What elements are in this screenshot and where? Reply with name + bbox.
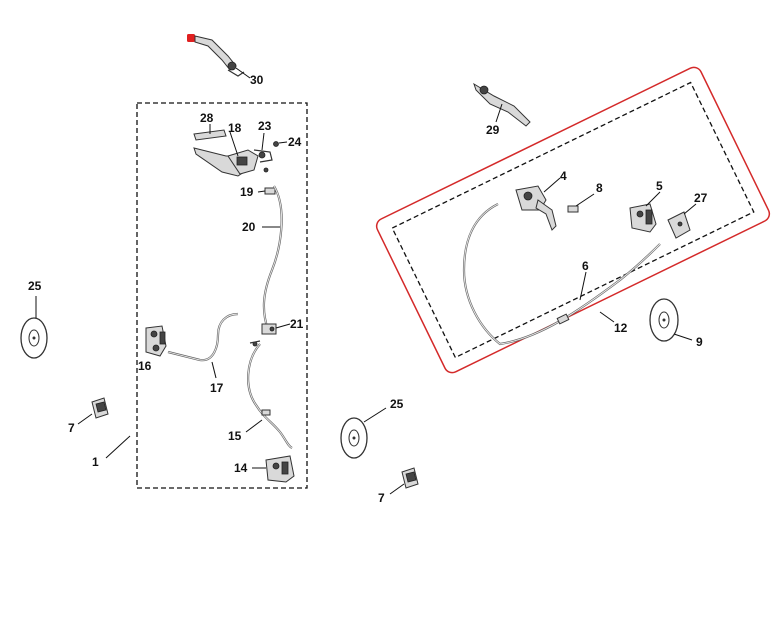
callout-21: 21	[290, 317, 304, 331]
callout-25-middle: 25	[390, 397, 404, 411]
callout-12: 12	[614, 321, 628, 335]
brake-disc-25-middle[interactable]	[340, 417, 368, 459]
brake-pads-27[interactable]	[667, 211, 691, 239]
callout-19: 19	[240, 185, 254, 199]
leader-30	[235, 67, 251, 79]
callout-28: 28	[200, 111, 214, 125]
leader-6	[579, 271, 587, 301]
leader-15	[245, 419, 263, 433]
brake-lever-30[interactable]	[187, 34, 245, 77]
callout-23: 23	[258, 119, 272, 133]
leader-19	[257, 190, 266, 193]
banjo-bolt-8[interactable]	[567, 205, 579, 213]
assembly-box-1	[136, 102, 308, 489]
assembly-group-12	[375, 66, 771, 374]
leader-17	[211, 361, 217, 379]
leader-7a	[77, 413, 93, 425]
brake-caliper-5[interactable]	[629, 203, 657, 233]
assembly-box-12	[391, 81, 755, 359]
callout-8: 8	[596, 181, 603, 195]
callout-20: 20	[242, 220, 256, 234]
brake-hose-6[interactable]	[462, 203, 661, 346]
brake-caliper-14[interactable]	[265, 455, 295, 483]
callout-4: 4	[560, 169, 567, 183]
leader-4	[543, 177, 561, 193]
brake-disc-9[interactable]	[649, 298, 679, 342]
leader-27	[683, 203, 697, 215]
callout-14: 14	[234, 461, 248, 475]
brake-pads-7-left[interactable]	[91, 397, 109, 419]
leader-25b	[363, 407, 387, 423]
master-cylinder-18[interactable]	[193, 147, 273, 177]
hose-clip	[261, 409, 271, 416]
washer	[263, 167, 269, 173]
leader-21	[275, 323, 291, 329]
callout-5: 5	[656, 179, 663, 193]
brake-hose-17[interactable]	[167, 312, 239, 362]
brake-hose-15[interactable]	[247, 343, 293, 449]
callout-9: 9	[696, 335, 703, 349]
leader-12	[599, 311, 615, 323]
callout-1: 1	[92, 455, 99, 469]
callout-25-left: 25	[28, 279, 42, 293]
banjo-bolt-19[interactable]	[264, 187, 276, 195]
leader-8	[575, 193, 595, 207]
master-cylinder-4[interactable]	[515, 185, 557, 231]
brake-pads-7-middle[interactable]	[401, 467, 419, 489]
callout-16: 16	[138, 359, 152, 373]
leader-7b	[389, 483, 405, 495]
callout-15: 15	[228, 429, 242, 443]
brake-caliper-16[interactable]	[145, 325, 167, 357]
leader-29	[495, 103, 503, 123]
callout-6: 6	[582, 259, 589, 273]
callout-7-left: 7	[68, 421, 75, 435]
callout-18: 18	[228, 121, 242, 135]
leader-1	[105, 435, 131, 459]
brake-disc-25-left[interactable]	[20, 317, 48, 359]
leader-18	[229, 131, 239, 157]
callout-24: 24	[288, 135, 302, 149]
leader-9	[673, 333, 693, 341]
brake-hose-20[interactable]	[262, 185, 283, 331]
callout-7-middle: 7	[378, 491, 385, 505]
callout-29: 29	[486, 123, 500, 137]
callout-27: 27	[694, 191, 708, 205]
leader-23	[261, 132, 265, 151]
bolt-24[interactable]	[273, 141, 279, 147]
leader-5	[645, 191, 661, 207]
highlight-box	[375, 66, 771, 374]
callout-17: 17	[210, 381, 224, 395]
hose-clip-6	[556, 313, 570, 325]
callout-30: 30	[250, 73, 264, 87]
three-way-joint-21[interactable]	[249, 323, 277, 347]
switch-28[interactable]	[193, 129, 227, 141]
leader-24	[278, 141, 288, 144]
